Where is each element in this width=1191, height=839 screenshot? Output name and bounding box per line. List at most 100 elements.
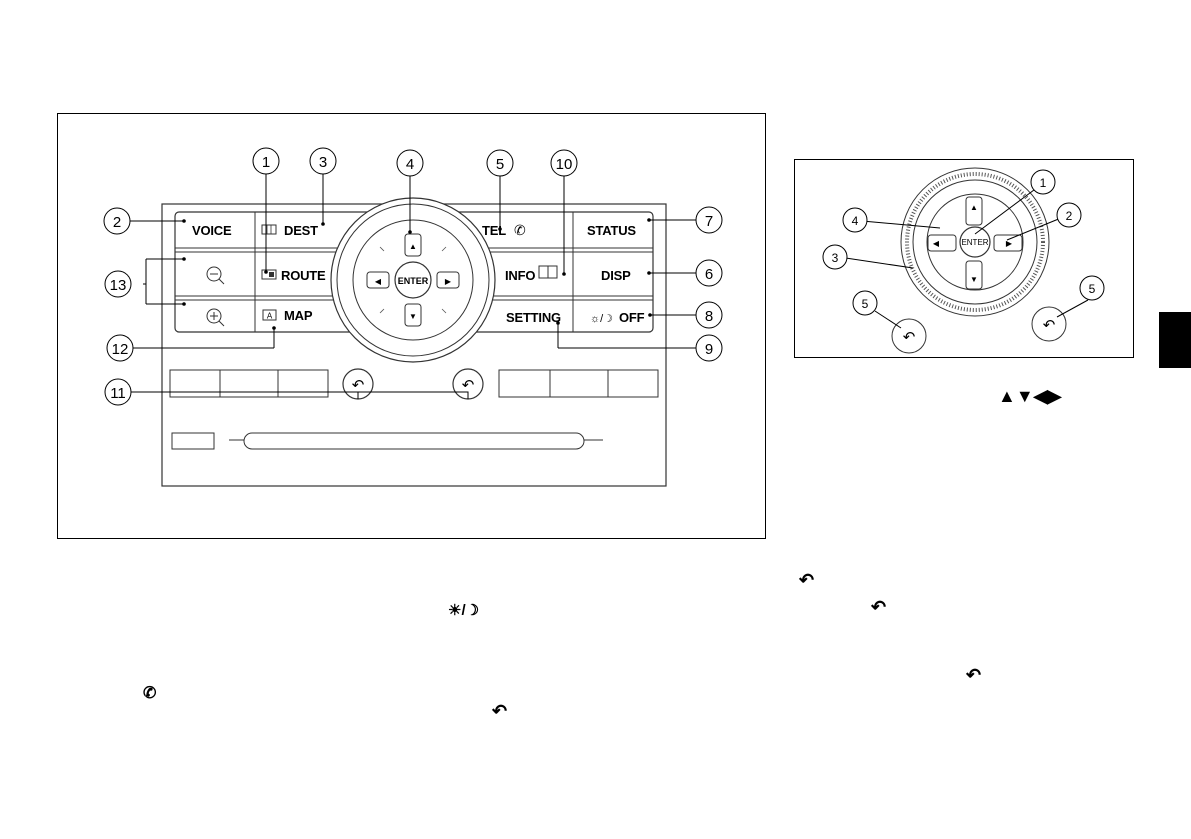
detail-leader-lines bbox=[838, 186, 1089, 329]
svg-text:10: 10 bbox=[556, 156, 573, 173]
detail-callout-5-right: 5 bbox=[1079, 275, 1105, 301]
left-arrow-icon: ◀ bbox=[933, 239, 940, 248]
arrow-keys-glyph: ▲▼◀▶ bbox=[998, 386, 1062, 406]
voice-label: VOICE bbox=[192, 223, 232, 238]
callout-8: 8 bbox=[695, 301, 723, 329]
right-arrow-icon: ▶ bbox=[445, 277, 452, 286]
up-button-detail[interactable] bbox=[965, 196, 983, 226]
route-icon bbox=[261, 269, 277, 280]
svg-text:11: 11 bbox=[110, 385, 126, 402]
down-arrow-icon: ▼ bbox=[409, 312, 417, 321]
down-button[interactable] bbox=[404, 303, 422, 327]
left-preset-buttons[interactable] bbox=[169, 369, 329, 398]
detail-callout-5-left: 5 bbox=[852, 290, 878, 316]
phone-glyph: ✆ bbox=[143, 685, 157, 702]
enter-dial-svg: ENTER ▲ ▼ ◀ ▶ ↶ ↶ 1 2 3 4 5 bbox=[822, 167, 1105, 354]
callout-12: 12 bbox=[106, 334, 134, 362]
detail-callout-3: 3 bbox=[822, 244, 848, 270]
dest-label: DEST bbox=[284, 223, 318, 238]
back-glyph-1: ↶ bbox=[799, 570, 815, 590]
day-night-glyph: ☀/☽ bbox=[448, 602, 480, 619]
detail-callout-1: 1 bbox=[1030, 169, 1056, 195]
callout-11: 11 bbox=[104, 378, 132, 406]
callout-4: 4 bbox=[396, 149, 424, 177]
info-screen-icon bbox=[538, 265, 558, 279]
map-badge-icon: A bbox=[262, 309, 277, 321]
svg-text:8: 8 bbox=[705, 308, 713, 325]
callout-13: 13 bbox=[104, 270, 132, 298]
back-icon: ↶ bbox=[903, 329, 916, 346]
leader-lines bbox=[130, 174, 696, 399]
up-arrow-icon: ▲ bbox=[409, 242, 417, 251]
control-panel-diagram: ENTER ▲ ▼ ◀ ▶ bbox=[57, 113, 766, 539]
callout-1: 1 bbox=[252, 147, 280, 175]
detail-callout-4: 4 bbox=[842, 207, 868, 233]
back-icon: ↶ bbox=[1043, 317, 1056, 334]
back-icon: ↶ bbox=[352, 377, 365, 394]
map-label: MAP bbox=[284, 308, 313, 323]
section-tab bbox=[1159, 312, 1191, 368]
back-button-detail-left[interactable]: ↶ bbox=[891, 318, 927, 354]
leader-dots bbox=[182, 218, 652, 330]
enter-detail-label: ENTER bbox=[961, 238, 988, 247]
svg-text:13: 13 bbox=[110, 277, 127, 294]
back-glyph-4: ↶ bbox=[492, 701, 508, 721]
svg-text:4: 4 bbox=[406, 156, 414, 173]
enter-dial-diagram: ENTER ▲ ▼ ◀ ▶ ↶ ↶ 1 2 3 4 5 bbox=[794, 159, 1134, 358]
down-arrow-icon: ▼ bbox=[970, 275, 978, 284]
svg-text:5: 5 bbox=[862, 297, 869, 311]
svg-text:3: 3 bbox=[319, 154, 327, 171]
disc-slot bbox=[243, 432, 585, 450]
callout-9: 9 bbox=[695, 334, 723, 362]
enter-label: ENTER bbox=[398, 276, 429, 286]
left-button-detail[interactable] bbox=[927, 234, 957, 252]
dial-knurl bbox=[905, 172, 1045, 312]
setting-label: SETTING bbox=[506, 310, 561, 325]
callout-5: 5 bbox=[486, 149, 514, 177]
route-label: ROUTE bbox=[281, 268, 326, 283]
zoom-out-icon[interactable] bbox=[206, 266, 225, 285]
multi-function-controller[interactable]: ENTER ▲ ▼ ◀ ▶ bbox=[330, 197, 496, 363]
tel-label: TEL bbox=[482, 223, 506, 238]
right-preset-buttons[interactable] bbox=[498, 369, 659, 398]
svg-text:3: 3 bbox=[832, 251, 839, 265]
callout-6: 6 bbox=[695, 259, 723, 287]
down-button-detail[interactable] bbox=[965, 260, 983, 290]
left-button[interactable] bbox=[366, 271, 390, 289]
enter-button[interactable] bbox=[394, 261, 432, 299]
disp-label: DISP bbox=[601, 268, 631, 283]
callout-7: 7 bbox=[695, 206, 723, 234]
svg-text:12: 12 bbox=[112, 341, 129, 358]
back-glyph-3: ↶ bbox=[966, 665, 982, 685]
svg-text:2: 2 bbox=[1066, 209, 1073, 223]
zoom-in-icon[interactable] bbox=[206, 308, 225, 327]
right-arrow-icon: ▶ bbox=[1006, 239, 1013, 248]
up-arrow-icon: ▲ bbox=[970, 203, 978, 212]
left-arrow-icon: ◀ bbox=[375, 277, 382, 286]
right-button-detail[interactable] bbox=[993, 234, 1023, 252]
enter-button-detail[interactable] bbox=[959, 226, 991, 258]
svg-text:A: A bbox=[267, 312, 273, 321]
right-button[interactable] bbox=[436, 271, 460, 289]
svg-text:1: 1 bbox=[1040, 176, 1047, 190]
svg-text:5: 5 bbox=[496, 156, 504, 173]
phone-icon: ✆ bbox=[514, 222, 526, 238]
status-label: STATUS bbox=[587, 223, 636, 238]
callout-2: 2 bbox=[103, 207, 131, 235]
svg-text:1: 1 bbox=[262, 154, 270, 171]
callout-10: 10 bbox=[550, 149, 578, 177]
up-button[interactable] bbox=[404, 233, 422, 257]
info-label: INFO bbox=[505, 268, 535, 283]
off-label: OFF bbox=[619, 310, 645, 325]
callout-3: 3 bbox=[309, 147, 337, 175]
back-icon: ↶ bbox=[462, 377, 475, 394]
back-button-detail-right[interactable]: ↶ bbox=[1031, 306, 1067, 342]
right-button-block bbox=[444, 211, 654, 333]
eject-button[interactable] bbox=[171, 432, 215, 450]
svg-text:2: 2 bbox=[113, 214, 121, 231]
back-glyph-2: ↶ bbox=[871, 597, 887, 617]
dial-outer-ring bbox=[900, 167, 1050, 317]
svg-text:7: 7 bbox=[705, 213, 713, 230]
control-panel-svg: ENTER ▲ ▼ ◀ ▶ bbox=[103, 147, 723, 487]
svg-text:6: 6 bbox=[705, 266, 713, 283]
